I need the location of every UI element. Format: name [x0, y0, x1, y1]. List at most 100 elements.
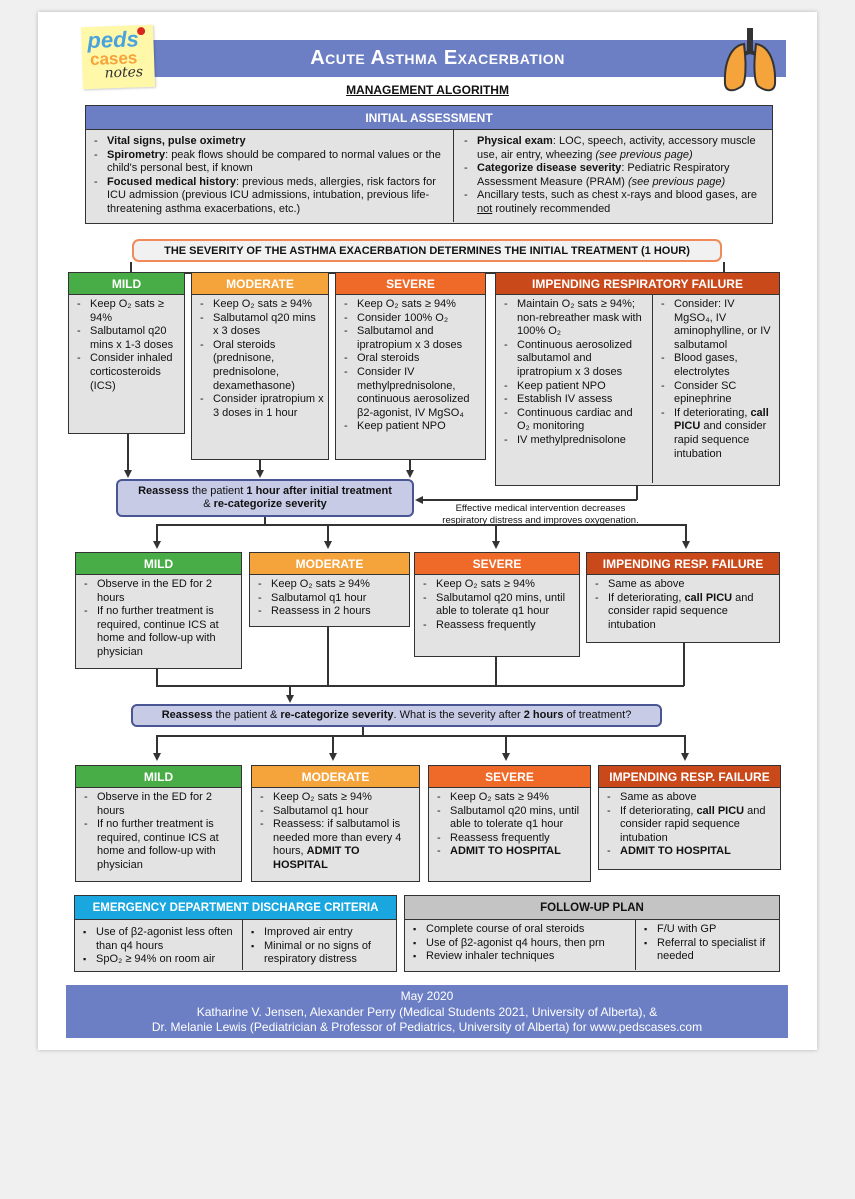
- followup-right-item: F/U with GP: [642, 923, 775, 937]
- page-subtitle: MANAGEMENT ALGORITHM: [346, 83, 509, 97]
- r1-mild-header: MILD: [69, 273, 184, 295]
- document-page: Acute Asthma Exacerbation peds cases not…: [38, 12, 817, 1050]
- r2-moderate-item: Reassess in 2 hours: [256, 605, 405, 619]
- r1-mild-box: MILD Keep O₂ sats ≥ 94%Salbutamol q20 mi…: [68, 272, 185, 434]
- r2-severe-item: Keep O₂ sats ≥ 94%: [421, 578, 575, 592]
- title-banner: Acute Asthma Exacerbation: [89, 40, 786, 77]
- r2-irf-item: If deteriorating, call PICU and consider…: [593, 592, 775, 633]
- r2-moderate-list: Keep O₂ sats ≥ 94%Salbutamol q1 hourReas…: [250, 575, 409, 622]
- r3-moderate-box: MODERATE Keep O₂ sats ≥ 94%Salbutamol q1…: [251, 765, 420, 882]
- initial-assessment-item: Physical exam: LOC, speech, activity, ac…: [462, 135, 764, 162]
- r3-irf-item: Same as above: [605, 791, 776, 805]
- r1-severe-item: Oral steroids: [342, 352, 481, 366]
- follow-up-left-list: Complete course of oral steroidsUse of β…: [405, 920, 636, 970]
- initial-assessment-right-list: Physical exam: LOC, speech, activity, ac…: [454, 130, 772, 222]
- initial-assessment-item: Focused medical history: previous meds, …: [92, 176, 445, 217]
- r1-irf-right-item: Consider SC epinephrine: [659, 380, 775, 407]
- initial-assessment-item: Categorize disease severity: Pediatric R…: [462, 162, 764, 189]
- r1-irf-left-item: Continuous aerosolized salbutamol and ip…: [502, 339, 648, 380]
- r1-severe-header: SEVERE: [336, 273, 485, 295]
- r3-moderate-item: Salbutamol q1 hour: [258, 805, 415, 819]
- initial-assessment-box: INITIAL ASSESSMENT Vital signs, pulse ox…: [85, 105, 773, 224]
- r3-mild-item: Observe in the ED for 2 hours: [82, 791, 237, 818]
- reassess2-text3: of treatment?: [563, 709, 632, 721]
- reassess1-text1: the patient: [188, 485, 247, 497]
- r1-irf-left-item: Continuous cardiac and O₂ monitoring: [502, 407, 648, 434]
- initial-assessment-item: Vital signs, pulse oximetry: [92, 135, 445, 149]
- reassess1-word: Reassess: [138, 485, 189, 497]
- r3-severe-item: Salbutamol q20 mins, until able to toler…: [435, 805, 586, 832]
- r1-severe-list: Keep O₂ sats ≥ 94%Consider 100% O₂Salbut…: [336, 295, 485, 437]
- r1-moderate-list: Keep O₂ sats ≥ 94%Salbutamol q20 mins x …: [192, 295, 328, 423]
- r3-irf-item: If deteriorating, call PICU and consider…: [605, 805, 776, 846]
- reassess-2hour-box: Reassess the patient & re-categorize sev…: [131, 704, 662, 727]
- r3-moderate-header: MODERATE: [252, 766, 419, 788]
- r3-mild-item: If no further treatment is required, con…: [82, 818, 237, 872]
- r3-irf-header: IMPENDING RESP. FAILURE: [599, 766, 780, 788]
- r1-irf-left-item: Establish IV assess: [502, 393, 648, 407]
- r1-mild-item: Consider inhaled corticosteroids (ICS): [75, 352, 180, 393]
- r2-mild-list: Observe in the ED for 2 hoursIf no furth…: [76, 575, 241, 663]
- footer-date: May 2020: [400, 989, 454, 1003]
- r1-mild-list: Keep O₂ sats ≥ 94%Salbutamol q20 mins x …: [69, 295, 184, 396]
- r3-moderate-item: Reassess: if salbutamol is needed more t…: [258, 818, 415, 872]
- reassess1-recategorize: re-categorize severity: [213, 498, 327, 510]
- initial-assessment-left-list: Vital signs, pulse oximetrySpirometry: p…: [86, 130, 454, 222]
- r3-severe-header: SEVERE: [429, 766, 590, 788]
- r3-severe-item: Keep O₂ sats ≥ 94%: [435, 791, 586, 805]
- r3-severe-list: Keep O₂ sats ≥ 94%Salbutamol q20 mins, u…: [429, 788, 590, 862]
- r2-irf-header: IMPENDING RESP. FAILURE: [587, 553, 779, 575]
- r3-severe-box: SEVERE Keep O₂ sats ≥ 94%Salbutamol q20 …: [428, 765, 591, 882]
- r3-severe-item: Reassess frequently: [435, 832, 586, 846]
- r2-severe-header: SEVERE: [415, 553, 579, 575]
- discharge-left-list: Use of β2-agonist less often than q4 hou…: [75, 920, 243, 970]
- initial-assessment-header: INITIAL ASSESSMENT: [86, 106, 772, 130]
- r2-irf-item: Same as above: [593, 578, 775, 592]
- r1-irf-right-item: Consider: IV MgSO₄, IV aminophylline, or…: [659, 298, 775, 352]
- reassess2-text2: . What is the severity after: [393, 709, 524, 721]
- r2-mild-item: Observe in the ED for 2 hours: [82, 578, 237, 605]
- r1-severe-box: SEVERE Keep O₂ sats ≥ 94%Consider 100% O…: [335, 272, 486, 460]
- r3-irf-admit: ADMIT TO HOSPITAL: [605, 845, 776, 859]
- reassess2-word: Reassess: [161, 709, 213, 721]
- discharge-right-list: Improved air entryMinimal or no signs of…: [243, 920, 396, 970]
- footer-banner: May 2020 Katharine V. Jensen, Alexander …: [66, 985, 788, 1038]
- discharge-right-item: Improved air entry: [249, 926, 392, 940]
- r1-irf-left-item: IV methylprednisolone: [502, 434, 648, 448]
- effective-intervention-note: Effective medical intervention decreases…: [442, 503, 639, 526]
- severity-banner-text: THE SEVERITY OF THE ASTHMA EXACERBATION …: [164, 244, 690, 257]
- reassess-1hour-box: Reassess the patient 1 hour after initia…: [116, 479, 414, 517]
- followup-left-item: Complete course of oral steroids: [411, 923, 631, 937]
- r2-mild-header: MILD: [76, 553, 241, 575]
- r2-mild-box: MILD Observe in the ED for 2 hoursIf no …: [75, 552, 242, 669]
- r3-irf-box: IMPENDING RESP. FAILURE Same as above If…: [598, 765, 781, 870]
- reassess2-time: 2 hours: [523, 709, 564, 721]
- footer-authors-2: Dr. Melanie Lewis (Pediatrician & Profes…: [151, 1020, 703, 1034]
- r1-severe-item: Keep O₂ sats ≥ 94%: [342, 298, 481, 312]
- followup-left-item: Use of β2-agonist q4 hours, then prn: [411, 937, 631, 951]
- follow-up-right-list: F/U with GPReferral to specialist if nee…: [636, 920, 779, 970]
- severity-banner: THE SEVERITY OF THE ASTHMA EXACERBATION …: [132, 239, 722, 262]
- reassess2-text1: the patient &: [212, 709, 281, 721]
- r2-severe-item: Salbutamol q20 mins, until able to toler…: [421, 592, 575, 619]
- r1-irf-right-list: Consider: IV MgSO₄, IV aminophylline, or…: [653, 295, 779, 483]
- r1-irf-left-list: Maintain O₂ sats ≥ 94%; non-rebreather m…: [496, 295, 653, 483]
- r2-severe-box: SEVERE Keep O₂ sats ≥ 94%Salbutamol q20 …: [414, 552, 580, 657]
- followup-right-item: Referral to specialist if needed: [642, 937, 775, 964]
- discharge-header: EMERGENCY DEPARTMENT DISCHARGE CRITERIA: [75, 896, 396, 920]
- r1-irf-right-item: If deteriorating, call PICU and consider…: [659, 407, 775, 461]
- r2-severe-item: Reassess frequently: [421, 619, 575, 633]
- discharge-left-item: SpO₂ ≥ 94% on room air: [81, 953, 238, 967]
- r3-irf-list: Same as above If deteriorating, call PIC…: [599, 788, 780, 862]
- r1-moderate-box: MODERATE Keep O₂ sats ≥ 94%Salbutamol q2…: [191, 272, 329, 460]
- r3-mild-header: MILD: [76, 766, 241, 788]
- r2-moderate-item: Keep O₂ sats ≥ 94%: [256, 578, 405, 592]
- r1-moderate-item: Oral steroids (prednisone, prednisolone,…: [198, 339, 324, 393]
- r2-moderate-header: MODERATE: [250, 553, 409, 575]
- r1-mild-item: Keep O₂ sats ≥ 94%: [75, 298, 180, 325]
- r1-moderate-item: Consider ipratropium x 3 doses in 1 hour: [198, 393, 324, 420]
- r1-moderate-item: Keep O₂ sats ≥ 94%: [198, 298, 324, 312]
- r3-mild-box: MILD Observe in the ED for 2 hoursIf no …: [75, 765, 242, 882]
- r1-irf-left-item: Maintain O₂ sats ≥ 94%; non-rebreather m…: [502, 298, 648, 339]
- pedscases-logo: peds cases notes: [80, 24, 156, 90]
